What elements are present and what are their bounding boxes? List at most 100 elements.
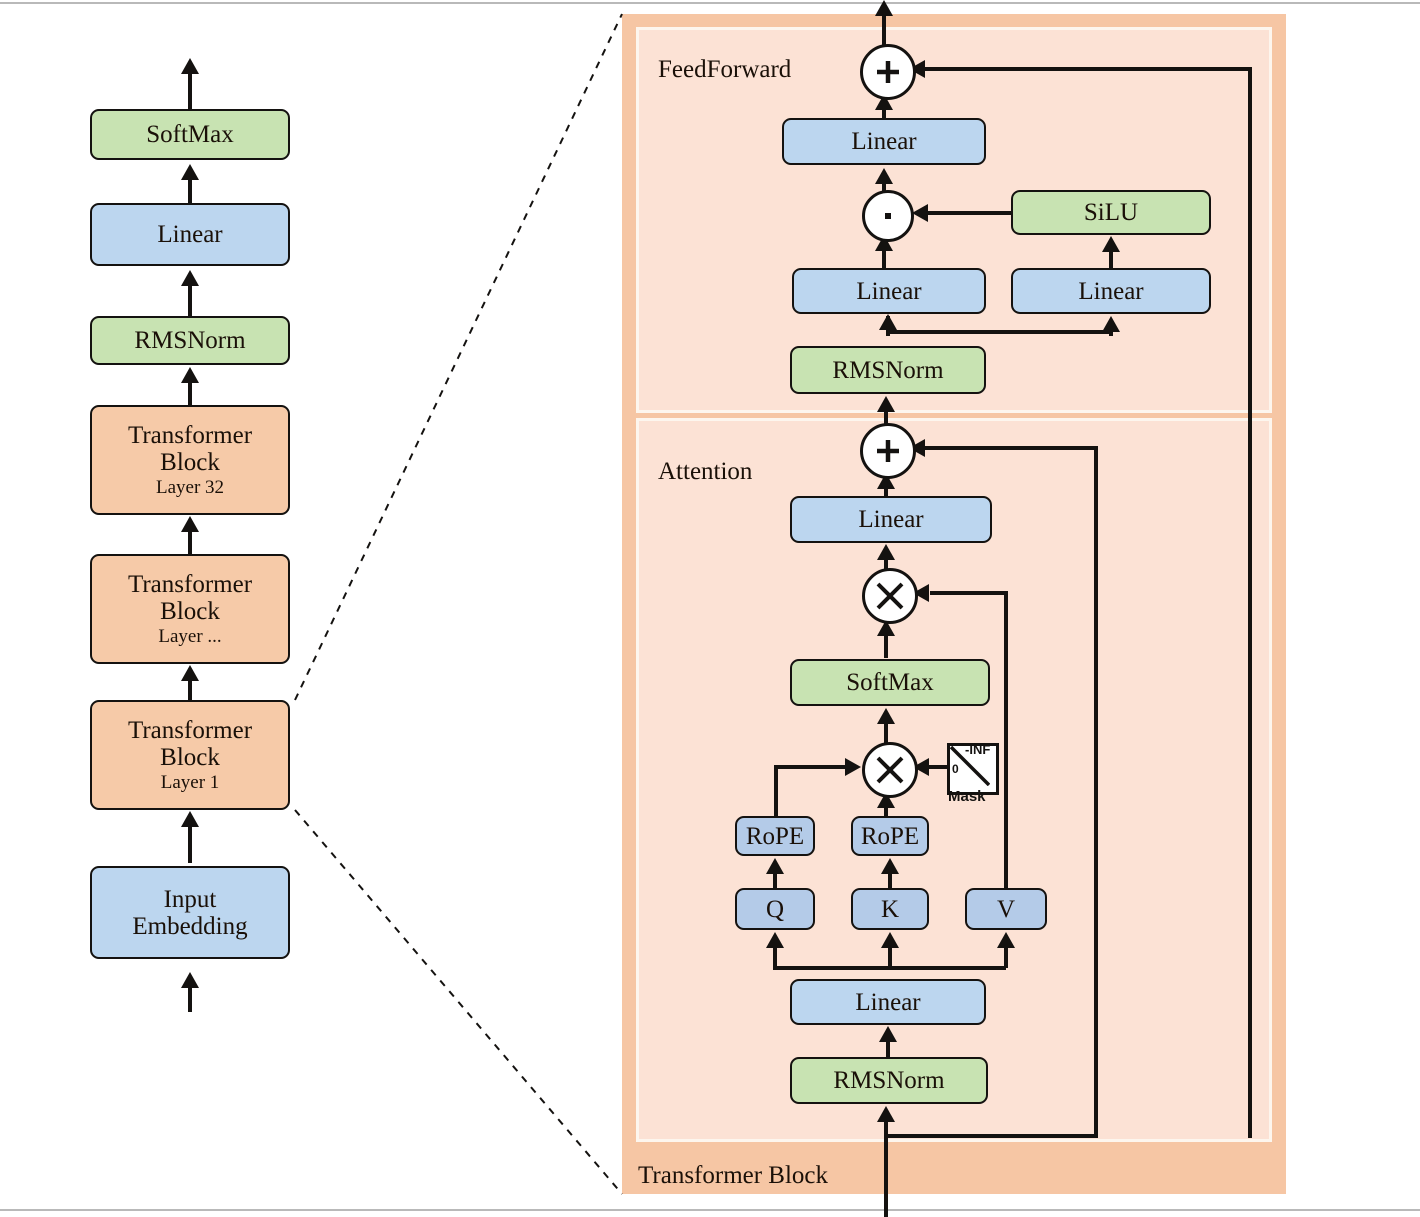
- ff-residual-add-op[interactable]: [860, 44, 916, 100]
- attn-rope-k[interactable]: RoPE: [851, 816, 929, 856]
- attn-rmsnorm[interactable]: RMSNorm: [790, 1057, 988, 1104]
- attn-qkv-linear[interactable]: Linear: [790, 979, 986, 1025]
- block-input-line: [884, 1120, 888, 1217]
- attn-output-linear-label: Linear: [858, 506, 924, 533]
- attn-fanout-q-stub: [773, 948, 777, 968]
- stack-output-arrowhead: [181, 58, 199, 74]
- mask-to-matmul-line: [928, 765, 948, 769]
- stack-node-input-embedding[interactable]: Input Embedding: [90, 866, 290, 959]
- stack-node-input-line2: Embedding: [132, 912, 248, 940]
- stack-node-tbmid-line1: Transformer: [127, 570, 253, 598]
- stack-node-tb1-sublabel: Layer 1: [160, 771, 220, 793]
- stack-node-tbmid-sublabel: Layer ...: [158, 625, 222, 647]
- connector-softmax-in-arrow: [181, 164, 199, 180]
- ff-gate-to-silu-arrow: [1102, 236, 1120, 252]
- stack-node-input-line1: Input: [163, 885, 217, 913]
- feedforward-title: FeedForward: [658, 56, 792, 83]
- attn-matmul-qk-op[interactable]: [862, 742, 918, 798]
- stack-node-tb1-line2: Block: [160, 743, 220, 771]
- connector-tb32-in-arrow: [181, 516, 199, 532]
- attn-fanout-k-arrow: [881, 932, 899, 948]
- ff-mul-to-linear-arrow: [875, 168, 893, 184]
- ff-output-arrowhead: [875, 0, 893, 16]
- ff-residual-horizontal: [914, 67, 1252, 71]
- attn-v-label: V: [996, 895, 1016, 923]
- stack-node-rmsnorm-label: RMSNorm: [134, 327, 246, 354]
- connector-linear-in: [188, 285, 192, 317]
- attn-softmax-to-matmul: [884, 634, 888, 658]
- connector-rmsnorm-in-arrow: [181, 367, 199, 383]
- attn-rope-q[interactable]: RoPE: [735, 816, 815, 856]
- ff-silu-label: SiLU: [1083, 199, 1139, 226]
- attn-qkv-fanout-line: [773, 966, 1006, 970]
- attn-q-to-matmul-horizontal: [774, 765, 846, 769]
- attention-title: Attention: [658, 458, 753, 485]
- attn-q-to-rope-arrow: [766, 858, 784, 874]
- attn-v-proj[interactable]: V: [965, 888, 1047, 930]
- attn-q-label: Q: [765, 895, 785, 923]
- stack-node-tb32-line1: Transformer: [127, 421, 253, 449]
- attn-norm-to-linear-line: [886, 1040, 890, 1060]
- stack-node-tb1-line1: Transformer: [127, 716, 253, 744]
- connector-tb1-in: [188, 825, 192, 863]
- attn-rope-q-label: RoPE: [745, 822, 805, 850]
- attn-output-linear[interactable]: Linear: [790, 496, 992, 543]
- ff-silu[interactable]: SiLU: [1011, 190, 1211, 235]
- ff-gate-linear-label: Linear: [1078, 277, 1144, 305]
- stack-input-arrowhead: [181, 972, 199, 988]
- stack-input-line: [188, 986, 192, 1012]
- attn-v-to-matmul-vertical: [1004, 591, 1008, 888]
- ff-gate-linear[interactable]: Linear: [1011, 268, 1211, 314]
- attn-softmax[interactable]: SoftMax: [790, 659, 990, 706]
- ff-silu-to-mul-arrow: [912, 204, 928, 222]
- attn-norm-to-linear-arrow: [879, 1026, 897, 1042]
- stack-node-transformer-block-1[interactable]: Transformer Block Layer 1: [90, 700, 290, 810]
- stack-node-tbmid-line2: Block: [160, 597, 220, 625]
- page-top-rule: [0, 2, 1420, 4]
- attn-residual-add-op[interactable]: [860, 423, 916, 479]
- mask-label: Mask: [948, 788, 986, 805]
- block-input-residual-branch: [884, 1134, 1098, 1138]
- ff-norm-input-arrow: [877, 396, 895, 412]
- stack-node-softmax-label: SoftMax: [146, 121, 234, 148]
- attn-q-to-matmul-vertical: [774, 765, 778, 817]
- ff-norm-fanout-left-arrow: [879, 314, 897, 330]
- attn-matmul-av-op[interactable]: [862, 568, 918, 624]
- ff-norm-input-line: [884, 410, 888, 432]
- ff-output-linear[interactable]: Linear: [782, 118, 986, 165]
- ff-output-line: [882, 14, 886, 46]
- ff-norm-fanout-right-arrow: [1102, 316, 1120, 332]
- ff-up-to-mul: [882, 249, 886, 269]
- connector-tb32-in: [188, 530, 192, 558]
- ff-norm-fanout-line: [886, 330, 1113, 334]
- ff-silu-to-mul-line: [927, 211, 1013, 215]
- connector-tbmid-in: [188, 679, 192, 707]
- ff-elementwise-mul-op[interactable]: [862, 190, 914, 242]
- page-bottom-rule: [0, 1209, 1420, 1211]
- attn-matmul1-to-softmax: [884, 722, 888, 744]
- attn-q-to-rope-line: [773, 872, 777, 890]
- stack-node-transformer-block-32[interactable]: Transformer Block Layer 32: [90, 405, 290, 515]
- attn-q-proj[interactable]: Q: [735, 888, 815, 930]
- connector-rmsnorm-in: [188, 381, 192, 413]
- attn-residual-horizontal: [914, 446, 1098, 450]
- stack-node-linear[interactable]: Linear: [90, 203, 290, 266]
- ff-up-linear[interactable]: Linear: [792, 268, 986, 314]
- block-input-arrowhead: [877, 1106, 895, 1122]
- stack-node-rmsnorm[interactable]: RMSNorm: [90, 316, 290, 365]
- stack-node-softmax[interactable]: SoftMax: [90, 109, 290, 160]
- stack-node-transformer-block-mid[interactable]: Transformer Block Layer ...: [90, 554, 290, 664]
- ff-norm-fanout-right-stub: [1109, 330, 1113, 336]
- stack-node-tb32-sublabel: Layer 32: [155, 476, 225, 498]
- stack-node-linear-label: Linear: [157, 221, 223, 248]
- attn-matmul2-to-linear-arrow: [877, 544, 895, 560]
- ff-rmsnorm[interactable]: RMSNorm: [790, 346, 986, 394]
- connector-linear-in-arrow: [181, 270, 199, 286]
- attn-softmax-label: SoftMax: [846, 669, 934, 696]
- attn-k-to-rope-line: [888, 872, 892, 890]
- ff-gate-to-silu: [1109, 250, 1113, 270]
- connector-softmax-in: [188, 178, 192, 210]
- attn-k-proj[interactable]: K: [851, 888, 929, 930]
- attn-qkv-linear-label: Linear: [855, 988, 921, 1016]
